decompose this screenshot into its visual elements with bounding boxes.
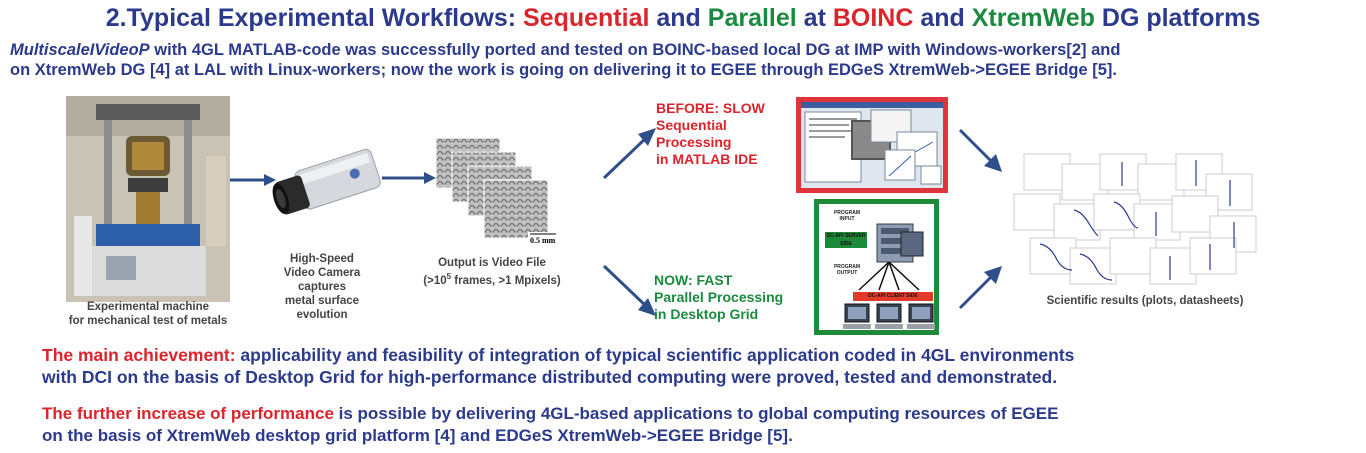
title-and: and xyxy=(649,4,708,32)
before-label-line-2: Sequential xyxy=(656,117,727,133)
matlab-ide-screenshot xyxy=(801,102,943,188)
app-name: MultiscaleIVideoP xyxy=(10,41,150,59)
video-caption-line-2: (>105 frames, >1 Mpixels) xyxy=(412,270,572,288)
intro-line-1: MultiscaleIVideoP with 4GL MATLAB-code w… xyxy=(10,40,1360,60)
video-caption-2b: frames, >1 Mpixels) xyxy=(451,274,561,287)
title-prefix: 2.Typical Experimental Workflows: xyxy=(105,4,523,32)
camera-caption-line-4: metal surface xyxy=(284,295,360,307)
grid-distribution-arrows xyxy=(858,262,920,291)
video-caption: Output is Video File (>105 frames, >1 Mp… xyxy=(412,256,572,288)
before-label-line-3: Processing xyxy=(656,134,732,150)
title-xtremweb: XtremWeb xyxy=(971,4,1095,32)
video-caption-exponent: 5 xyxy=(446,272,452,281)
main-achievement-block: The main achievement: applicability and … xyxy=(42,344,1362,388)
arrow-machine-to-camera xyxy=(230,174,276,186)
title-at: at xyxy=(796,4,833,32)
client-computers-icon xyxy=(843,303,935,329)
intro-line-2: on XtremWeb DG [4] at LAL with Linux-wor… xyxy=(10,61,1117,79)
now-label-line-2: Parallel Processing xyxy=(654,289,784,305)
grid-client-side-label: DC-API CLIENT SIDE xyxy=(853,292,933,301)
grid-server-side-label: DC-API SERVER SIDE xyxy=(825,232,867,248)
matlab-ide-frame xyxy=(796,97,948,193)
now-label-line-1: NOW: FAST xyxy=(654,272,733,288)
experimental-machine-image xyxy=(66,96,230,302)
further-line-2: on the basis of XtremWeb desktop grid pl… xyxy=(42,426,793,445)
machine-caption-line-1: Experimental machine xyxy=(86,301,210,313)
video-caption-line-1: Output is Video File xyxy=(438,257,546,269)
arrow-now-to-results xyxy=(958,266,1002,310)
intro-paragraph: MultiscaleIVideoP with 4GL MATLAB-code w… xyxy=(10,40,1360,80)
camera-caption-line-3: captures xyxy=(298,281,346,293)
before-label: BEFORE: SLOW Sequential Processing in MA… xyxy=(656,100,796,168)
further-increase-block: The further increase of performance is p… xyxy=(42,403,1362,447)
server-rack-icon xyxy=(876,223,924,263)
title-boinc: BOINC xyxy=(832,4,914,32)
before-label-line-1: BEFORE: SLOW xyxy=(656,100,765,116)
arrow-camera-to-video xyxy=(382,172,436,184)
further-line-1: The further increase of performance is p… xyxy=(42,403,1362,425)
video-caption-2a: (>10 xyxy=(423,274,447,287)
video-frames-image xyxy=(435,138,558,242)
arrow-to-before xyxy=(602,128,656,180)
page-title: 2.Typical Experimental Workflows: Sequen… xyxy=(0,4,1366,33)
title-suffix: DG platforms xyxy=(1094,4,1261,32)
camera-caption-line-1: High-Speed xyxy=(290,253,354,265)
achievement-line-2: with DCI on the basis of Desktop Grid fo… xyxy=(42,367,1058,387)
camera-caption: High-Speed Video Camera captures metal s… xyxy=(272,252,372,322)
further-label: The further increase of performance xyxy=(42,404,334,423)
camera-caption-line-5: evolution xyxy=(296,309,348,321)
title-and-2: and xyxy=(913,4,972,32)
arrow-before-to-results xyxy=(958,128,1002,172)
scientific-results-collage xyxy=(1013,153,1257,285)
scale-label: 0.5 mm xyxy=(530,236,556,245)
results-caption: Scientific results (plots, datasheets) xyxy=(1046,295,1244,307)
title-sequential: Sequential xyxy=(523,4,650,32)
achievement-line-1: The main achievement: applicability and … xyxy=(42,344,1362,366)
further-text-1: is possible by delivering 4GL-based appl… xyxy=(333,404,1059,423)
before-label-line-4: in MATLAB IDE xyxy=(656,151,758,167)
achievement-text-1: applicability and feasibility of integra… xyxy=(235,345,1075,365)
camera-caption-line-2: Video Camera xyxy=(283,267,361,279)
machine-caption: Experimental machine for mechanical test… xyxy=(58,300,238,328)
intro-line-1-text: with 4GL MATLAB-code was successfully po… xyxy=(149,41,1121,59)
grid-program-output-label: PROGRAM OUTPUT xyxy=(833,264,861,276)
arrow-to-now xyxy=(602,264,656,316)
now-label: NOW: FAST Parallel Processing in Desktop… xyxy=(654,272,814,323)
desktop-grid-frame: PROGRAM INPUT DC-API SERVER SIDE PROGRAM… xyxy=(814,199,939,335)
machine-caption-line-2: for mechanical test of metals xyxy=(68,315,228,327)
achievement-label: The main achievement: xyxy=(42,345,236,365)
now-label-line-3: in Desktop Grid xyxy=(654,306,759,322)
video-camera-image xyxy=(272,148,381,215)
grid-program-input-label: PROGRAM INPUT xyxy=(833,210,861,222)
title-parallel: Parallel xyxy=(707,4,797,32)
